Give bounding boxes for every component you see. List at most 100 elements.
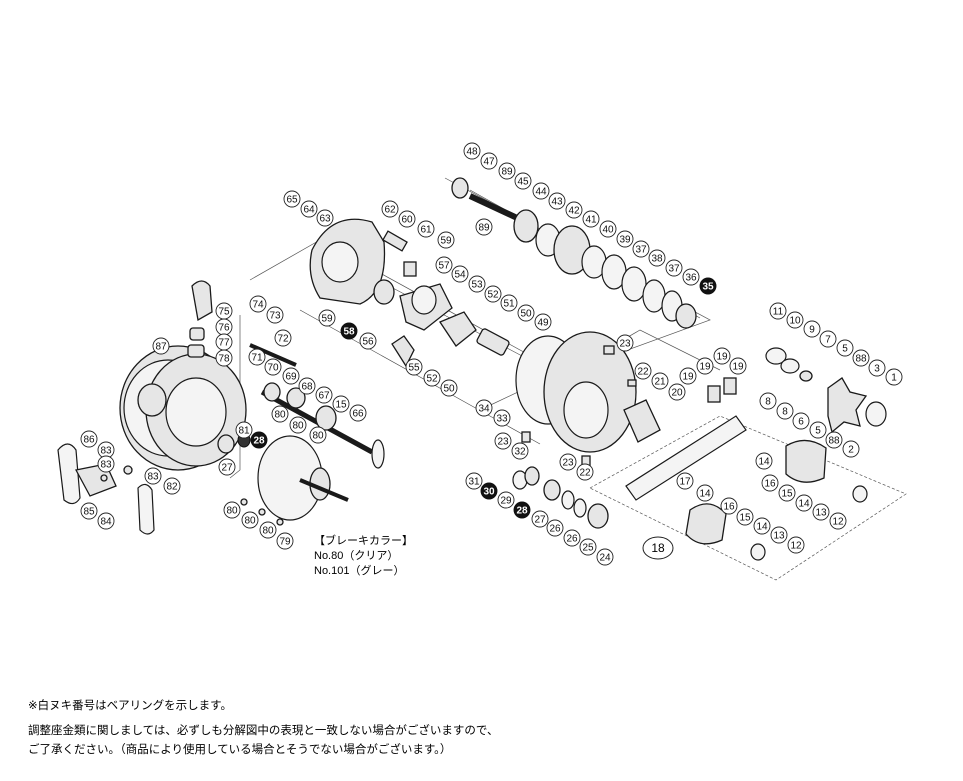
part-number: 2 [848,445,854,456]
part-number: 22 [579,468,591,479]
part-number: 89 [501,167,513,178]
part-number: 29 [500,496,512,507]
part-callout-80: 80 [271,405,289,423]
part-number: 66 [352,409,364,420]
part-callout-83: 83 [97,441,115,459]
part-callout-15: 15 [736,508,754,526]
part-callout-21: 21 [651,372,669,390]
part-callout-13: 13 [812,503,830,521]
part-callout-47: 47 [480,152,498,170]
part-callout-10: 10 [786,311,804,329]
part-callout-83: 83 [144,467,162,485]
part-callout-15: 15 [778,484,796,502]
part-number: 68 [301,382,313,393]
part-callout-6: 6 [792,412,810,430]
legend-line-2: No.101（グレー） [314,565,405,577]
part-number: 21 [654,377,666,388]
part-callout-35: 35 [699,277,717,295]
part-number: 17 [679,477,691,488]
part-callout-83: 83 [97,455,115,473]
part-number: 70 [267,363,279,374]
part-callout-39: 39 [616,230,634,248]
part-number: 12 [790,541,802,552]
box-label-18: 18 [642,536,674,560]
part-number: 81 [238,426,250,437]
brake-parts-lower [512,466,609,529]
part-number: 14 [756,522,768,533]
part-number: 6 [798,417,804,428]
part-number: 53 [471,280,483,291]
part-callout-40: 40 [599,220,617,238]
part-number: 49 [537,318,549,329]
part-callout-59: 59 [318,309,336,327]
part-number: 45 [517,177,529,188]
part-callout-25: 25 [579,538,597,556]
part-callout-68: 68 [298,377,316,395]
part-number: 48 [466,147,478,158]
part-callout-28: 28 [513,501,531,519]
part-number: 73 [269,311,281,322]
part-number: 14 [798,499,810,510]
part-number: 11 [773,307,784,318]
part-callout-56: 56 [359,332,377,350]
part-callout-61: 61 [417,220,435,238]
part-number: 72 [277,334,289,345]
part-number: 5 [815,426,821,437]
part-number: 44 [535,187,547,198]
part-number: 86 [83,435,95,446]
part-number: 79 [279,537,291,548]
part-callout-23: 23 [616,334,634,352]
part-number: 50 [520,309,532,320]
part-callout-38: 38 [648,249,666,267]
part-callout-1: 1 [885,368,903,386]
part-callout-44: 44 [532,182,550,200]
part-number: 52 [487,290,499,301]
part-number: 7 [825,335,831,346]
part-callout-28: 28 [250,431,268,449]
part-callout-14: 14 [795,494,813,512]
spool-shaft [217,382,385,469]
part-callout-81: 81 [235,421,253,439]
part-number: 59 [321,314,333,325]
part-number: 14 [699,489,711,500]
part-number: 63 [319,214,331,225]
part-callout-65: 65 [283,190,301,208]
part-callout-26: 26 [546,519,564,537]
star-drag-knob [765,347,887,434]
part-number: 31 [468,477,480,488]
part-number: 27 [534,515,546,526]
part-callout-50: 50 [440,379,458,397]
part-number: 84 [100,517,112,528]
part-callout-64: 64 [300,200,318,218]
part-number: 78 [218,354,230,365]
part-callout-74: 74 [249,295,267,313]
part-callout-19: 19 [729,357,747,375]
part-number: 50 [443,384,455,395]
part-callout-14: 14 [753,517,771,535]
part-callout-62: 62 [381,200,399,218]
part-number: 83 [100,460,112,471]
part-number: 36 [685,273,697,284]
part-callout-89: 89 [498,162,516,180]
frame-right-side [515,331,661,467]
part-callout-19: 19 [713,347,731,365]
main-gear-stack [451,177,697,329]
part-callout-42: 42 [565,201,583,219]
part-number: 15 [781,489,793,500]
part-number: 15 [335,400,347,411]
disclaimer-line-1: 調整座金類に関しましては、必ずしも分解図中の表現と一致しない場合がございますので… [28,725,499,737]
part-callout-51: 51 [500,294,518,312]
part-callout-32: 32 [511,442,529,460]
part-callout-48: 48 [463,142,481,160]
part-number: 20 [671,388,683,399]
part-number: 19 [716,352,728,363]
part-callout-80: 80 [309,426,327,444]
drive-gear-stack [391,283,510,368]
part-callout-12: 12 [829,512,847,530]
part-number: 57 [438,261,450,272]
part-number: 26 [566,534,578,545]
part-callout-12: 12 [787,536,805,554]
part-callout-49: 49 [534,313,552,331]
part-callout-36: 36 [682,268,700,286]
part-number: 42 [568,206,580,217]
